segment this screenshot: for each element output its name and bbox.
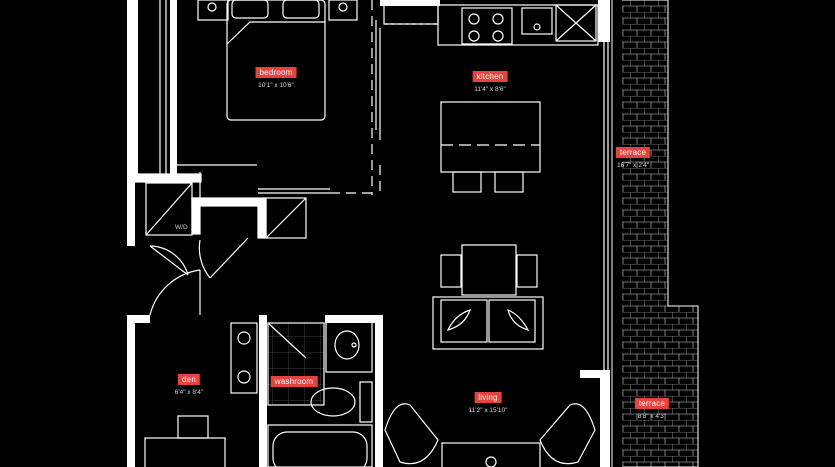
washroom-fixtures [267, 321, 373, 467]
room-name: den [178, 374, 200, 385]
dining-table [440, 244, 538, 296]
room-dimensions: 11'4" x 8'6" [474, 86, 506, 93]
room-name: terrace [634, 398, 670, 409]
room-tag-den: den 6'4" x 8'4" [175, 369, 203, 397]
room-tag-kitchen: kitchen 11'4" x 8'6" [472, 66, 508, 94]
den-door [149, 269, 201, 316]
room-name: bedroom [255, 67, 297, 78]
terrace-tiles [611, 0, 699, 467]
room-dimensions: 6'4" x 8'4" [174, 389, 204, 396]
washer-dryer-label: W/D [175, 224, 188, 231]
room-dimensions: 8'8" x 4'3" [637, 413, 667, 420]
room-dimensions: 10'1" x 10'6" [258, 82, 294, 89]
kitchen-counter [383, 0, 599, 46]
room-name: living [474, 392, 502, 403]
living-furniture [384, 403, 596, 467]
exterior-walls [127, 0, 610, 467]
room-tag-bedroom: bedroom 10'1" x 10'6" [255, 62, 297, 90]
room-dimensions: 16'7" x 2'4" [616, 162, 650, 169]
sofa [432, 296, 544, 350]
room-tag-washroom: washroom [270, 371, 318, 390]
room-tag-living: living 11'2" x 15'10" [468, 387, 508, 415]
room-dimensions: 11'2" x 15'10" [468, 407, 508, 414]
room-name: kitchen [472, 71, 508, 82]
kitchen-island [440, 101, 541, 193]
room-tag-terrace-lower: terrace 8'8" x 4'3" [634, 393, 670, 421]
room-tag-terrace-upper: terrace 16'7" x 2'4" [615, 142, 651, 170]
bedroom-furniture [197, 0, 358, 121]
washer-dryer-closet [134, 173, 307, 279]
room-name: washroom [270, 376, 318, 387]
interior-lines [159, 0, 609, 370]
room-name: terrace [615, 147, 651, 158]
den-furniture [144, 322, 258, 467]
